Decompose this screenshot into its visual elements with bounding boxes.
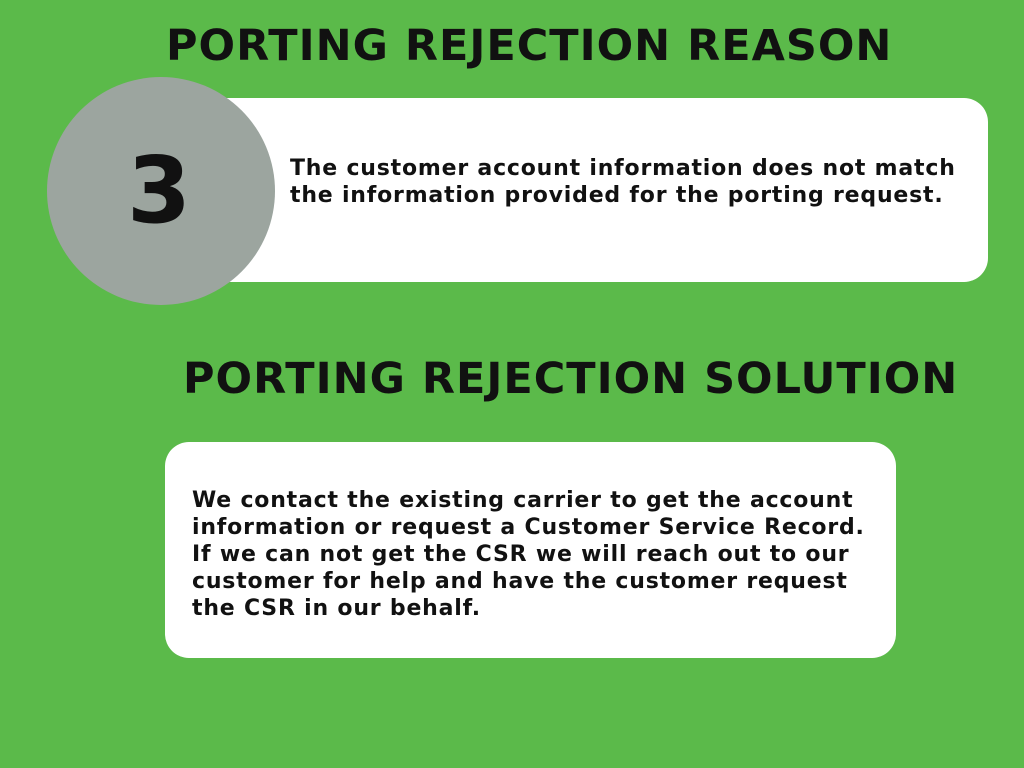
solution-card: We contact the existing carrier to get t…	[165, 442, 896, 658]
reason-line: the information provided for the porting…	[290, 183, 944, 208]
reason-card: The customer account information does no…	[190, 98, 988, 282]
solution-line: If we can not get the CSR we will reach …	[192, 542, 850, 567]
solution-line: customer for help and have the customer …	[192, 569, 848, 594]
reason-heading: PORTING REJECTION REASON	[166, 21, 893, 71]
reason-line: The customer account information does no…	[290, 156, 956, 181]
solution-line: the CSR in our behalf.	[192, 596, 481, 621]
solution-line: We contact the existing carrier to get t…	[192, 488, 854, 513]
solution-text: We contact the existing carrier to get t…	[192, 487, 865, 622]
reason-text: The customer account information does no…	[290, 155, 956, 209]
reason-number: 3	[126, 137, 191, 244]
solution-heading: PORTING REJECTION SOLUTION	[183, 354, 959, 404]
solution-line: information or request a Customer Servic…	[192, 515, 865, 540]
number-badge: 3	[47, 77, 275, 305]
